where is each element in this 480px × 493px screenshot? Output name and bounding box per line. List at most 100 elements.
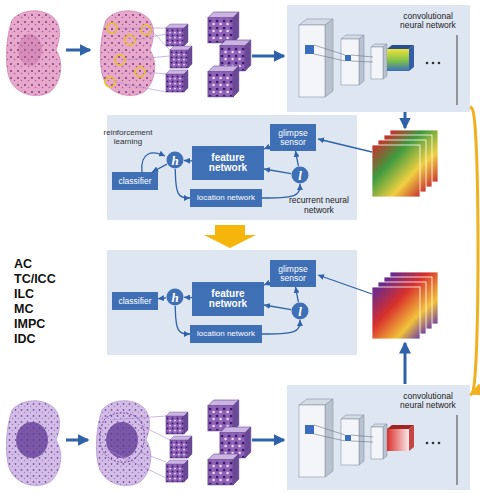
feature-cube xyxy=(387,429,409,451)
class-label: ILC xyxy=(14,288,84,302)
slide-image xyxy=(100,11,154,96)
feedback-arrow xyxy=(142,153,165,172)
flow-arrow xyxy=(66,49,90,52)
connector-arrow xyxy=(470,107,478,395)
circle-outline xyxy=(167,289,184,306)
slide-image xyxy=(6,401,60,486)
feature-cube xyxy=(387,45,414,49)
patch-image xyxy=(220,427,251,458)
process-box: feature network xyxy=(192,282,264,316)
process-box: glimpse sensor xyxy=(270,124,316,151)
process-box: location network xyxy=(190,325,262,343)
patch-image xyxy=(220,40,251,71)
rnn-panel-trained xyxy=(107,250,357,355)
state-circle: l xyxy=(291,166,309,184)
connector-arrow xyxy=(296,287,299,302)
box-label: classifier xyxy=(118,297,151,306)
feature-cube xyxy=(387,425,414,429)
annotation-text: reinforcement learning xyxy=(98,129,158,147)
process-box: classifier xyxy=(112,172,158,190)
box-label: glimpse sensor xyxy=(270,129,316,147)
input-arrow xyxy=(318,139,372,152)
connector-arrow xyxy=(262,184,300,198)
box-label: location network xyxy=(197,330,255,338)
patch-image xyxy=(208,454,239,485)
panel-title: convolutional neural network xyxy=(396,392,460,411)
process-box: glimpse sensor xyxy=(270,260,316,287)
cnn-layers xyxy=(299,19,457,105)
feature-cube xyxy=(409,45,414,71)
feature-map xyxy=(372,130,438,197)
class-label: IDC xyxy=(14,333,84,347)
slide-image xyxy=(106,422,138,458)
connector-arrow xyxy=(158,297,166,299)
state-circle: l xyxy=(291,302,309,320)
region-circle xyxy=(105,23,151,87)
box-label: feature network xyxy=(192,289,264,310)
patch-image xyxy=(166,412,188,434)
feature-map xyxy=(372,272,438,339)
class-label: TC/ICC xyxy=(14,273,84,287)
flow-arrow xyxy=(66,439,88,442)
patch-image xyxy=(166,24,188,46)
patch-image xyxy=(208,400,239,431)
box-label: feature network xyxy=(192,153,264,174)
state-symbol: h xyxy=(171,291,178,304)
patch-image xyxy=(166,70,188,92)
slide-image xyxy=(16,422,48,458)
transfer-arrow xyxy=(204,225,256,248)
connector-arrow xyxy=(175,169,190,198)
process-box: feature network xyxy=(192,146,264,180)
box-label: glimpse sensor xyxy=(270,265,316,283)
feature-cube xyxy=(387,49,409,71)
process-box: classifier xyxy=(112,292,158,310)
leader-line xyxy=(115,28,170,92)
flow-arrow xyxy=(252,439,284,442)
connector-arrow xyxy=(184,160,192,162)
panel-title: convolutional neural network xyxy=(396,12,460,31)
connector-arrow xyxy=(264,283,270,285)
flow-arrow xyxy=(404,343,407,384)
patch-image xyxy=(170,46,192,68)
cnn-layers xyxy=(299,399,457,485)
patch-image xyxy=(208,66,239,97)
state-symbol: l xyxy=(298,169,302,182)
network-panel: convolutional neural network xyxy=(287,5,470,112)
connector-arrow xyxy=(152,164,167,172)
state-symbol: l xyxy=(298,305,302,318)
slide-image xyxy=(6,11,60,96)
slide-image xyxy=(18,34,42,66)
connector-arrow xyxy=(262,320,300,334)
class-label: IMPC xyxy=(14,318,84,332)
process-box: location network xyxy=(190,189,262,207)
leader-line xyxy=(104,416,170,478)
state-circle: h xyxy=(166,151,184,169)
feature-cube xyxy=(409,425,414,451)
connector-arrow xyxy=(264,305,291,310)
patch-image xyxy=(166,460,188,482)
state-symbol: h xyxy=(171,154,178,167)
state-circle: h xyxy=(166,288,184,306)
box-label: classifier xyxy=(118,177,151,186)
input-arrow xyxy=(318,275,372,294)
connector-arrow xyxy=(264,169,291,174)
circle-outline xyxy=(292,303,309,320)
patch-image xyxy=(170,436,192,458)
connector-arrow xyxy=(296,151,299,166)
flow-arrow xyxy=(404,112,407,128)
circle-outline xyxy=(167,152,184,169)
panel-title: recurrent neural network xyxy=(287,196,351,215)
connector-arrow xyxy=(175,306,190,334)
flow-arrow xyxy=(252,55,284,58)
box-label: location network xyxy=(197,194,255,202)
class-label: MC xyxy=(14,303,84,317)
region-outline xyxy=(100,413,144,462)
class-label: AC xyxy=(14,258,84,272)
connector-arrow xyxy=(184,297,192,299)
patch-image xyxy=(208,12,239,43)
circle-outline xyxy=(292,167,309,184)
network-panel: convolutional neural network xyxy=(287,385,470,490)
